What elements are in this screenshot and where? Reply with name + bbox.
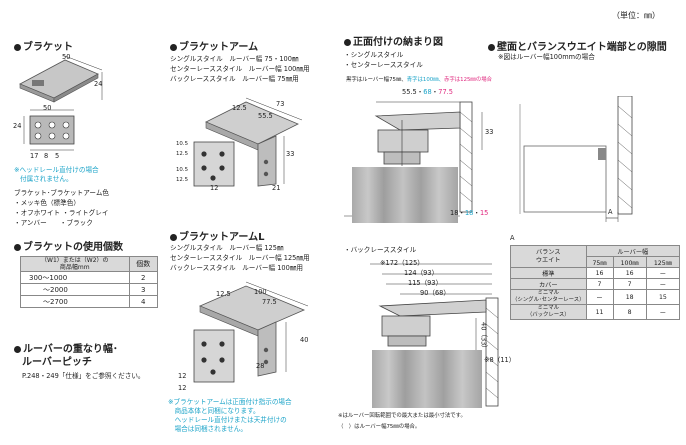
arm-l-note: 場合は同梱されません。 bbox=[168, 425, 247, 433]
dim-label-a: A bbox=[608, 208, 613, 216]
dim-label: 8 bbox=[44, 152, 49, 160]
dim-label: 33 bbox=[286, 150, 295, 158]
dim-label: 10.5 bbox=[176, 141, 189, 147]
dim-label: 24 bbox=[94, 80, 103, 88]
front-top-dims: 55.5・68・77.5 bbox=[402, 88, 453, 96]
overlap-ref: P.248・249「仕様」をご参照ください。 bbox=[22, 372, 145, 380]
dim-label: ※8（11） bbox=[484, 356, 516, 364]
bullet-icon bbox=[344, 38, 351, 46]
dim-label: 12.5 bbox=[232, 104, 247, 112]
dim-label: 40 bbox=[300, 336, 309, 344]
arm-l-line: シングルスタイル ルーバー幅 125㎜ bbox=[170, 244, 284, 252]
arm-l-drawing bbox=[193, 281, 309, 383]
bracket-note-2: 付属されません。 bbox=[20, 175, 73, 183]
unit-label: （単位：㎜） bbox=[612, 11, 660, 20]
arm-line: センターレーススタイル ルーバー幅 100㎜用 bbox=[170, 65, 310, 73]
front-style: ・センターレーススタイル bbox=[344, 61, 423, 69]
arm-drawing bbox=[193, 97, 303, 187]
dim-label: 100 bbox=[254, 288, 267, 296]
arm-l-line: バックレーススタイル ルーバー幅 100㎜用 bbox=[170, 264, 303, 272]
bracket-front-drawing bbox=[23, 109, 75, 151]
dim-label: 5 bbox=[55, 152, 60, 160]
bracket-note-1: ※ヘッドレール直付けの場合 bbox=[14, 166, 99, 174]
bullet-icon bbox=[170, 43, 177, 51]
front-foot-note: ※はルーバー回転範囲での最大または最小寸法です。 bbox=[338, 413, 466, 419]
dim-label: 12 bbox=[178, 384, 187, 392]
arm-l-heading: ブラケットアームL bbox=[170, 228, 264, 243]
dim-label: 40（33） bbox=[479, 322, 488, 352]
color-title: ブラケット･ブラケットアーム色 bbox=[14, 189, 110, 197]
louver-panel bbox=[372, 350, 482, 408]
bracket-iso-drawing bbox=[19, 55, 103, 103]
overlap-heading: ルーバーの重なり幅･ bbox=[14, 340, 118, 355]
table-header-row: （W1）または（W2）の商品幅mm 個数 bbox=[20, 256, 159, 272]
dim-label: 50 bbox=[43, 104, 52, 112]
front-bottom-dims: 18・18・15 bbox=[450, 209, 489, 217]
arm-heading: ブラケットアーム bbox=[170, 38, 258, 53]
dim-label: 10.5 bbox=[176, 167, 189, 173]
bullet-icon bbox=[170, 233, 177, 241]
usage-heading: ブラケットの使用個数 bbox=[14, 238, 123, 253]
dim-label: 124（93） bbox=[404, 269, 439, 277]
color-line: ・オフホワイト ・ライトグレイ bbox=[14, 209, 109, 217]
dim-label: 24 bbox=[13, 122, 22, 130]
arm-l-note: 商品本体と同梱になります。 bbox=[168, 407, 260, 415]
dim-label: 77.5 bbox=[262, 298, 277, 306]
bracket-heading: ブラケット bbox=[14, 38, 73, 53]
dim-label: 33 bbox=[485, 128, 494, 136]
dim-label: 17 bbox=[30, 152, 39, 160]
arm-line: シングルスタイル ルーバー幅 75・100㎜ bbox=[170, 55, 299, 63]
dim-label: 55.5 bbox=[258, 112, 273, 120]
dim-label: 12.5 bbox=[176, 177, 189, 183]
table-header-cell: ルーバー幅 bbox=[585, 245, 681, 257]
table-header-row: 75㎜ 100㎜ 125㎜ bbox=[511, 256, 681, 268]
front-foot-note: （ ）はルーバー幅75㎜の場合。 bbox=[338, 424, 421, 430]
bullet-icon bbox=[488, 43, 495, 51]
dim-label: 115（93） bbox=[408, 279, 443, 287]
back-lace-drawing bbox=[370, 263, 499, 407]
wall-note: ※図はルーバー幅100mmの場合 bbox=[498, 53, 595, 61]
dim-label: 28 bbox=[256, 362, 265, 370]
wall-heading: 壁面とバランスウエイト端部との隙間 bbox=[488, 38, 667, 53]
dim-label: 50 bbox=[62, 53, 71, 61]
dim-label: 90（68） bbox=[420, 289, 450, 297]
front-style: ・シングルスタイル bbox=[344, 51, 404, 59]
dim-label: 12 bbox=[210, 184, 219, 192]
bullet-icon bbox=[14, 345, 21, 353]
table-header-cell: （W1）または（W2）の商品幅mm bbox=[20, 256, 130, 272]
table-label-a: A bbox=[510, 234, 515, 242]
front-legend: 黒字はルーバー幅75㎜、青字は100㎜、赤字は125㎜の場合 bbox=[346, 77, 492, 83]
color-line: ・アンバー ・ブラック bbox=[14, 219, 93, 227]
wall-gap-drawing bbox=[519, 96, 633, 222]
dim-label: 73 bbox=[276, 100, 285, 108]
dim-label: 12.5 bbox=[176, 151, 189, 157]
arm-l-note: ヘッドレール直付けまたは天井付けの bbox=[168, 416, 287, 424]
front-heading: 正面付けの納まり図 bbox=[344, 33, 443, 48]
dim-label: ※172（125） bbox=[380, 259, 424, 267]
back-lace-title: ・バックレーススタイル bbox=[344, 246, 417, 254]
overlap-heading-2: ルーバーピッチ bbox=[22, 357, 92, 368]
dim-label: 12.5 bbox=[216, 290, 231, 298]
table-header-row: バランスウエイト ルーバー幅 bbox=[510, 245, 681, 268]
bullet-icon bbox=[14, 43, 21, 51]
table-header-cell: バランスウエイト bbox=[510, 245, 587, 268]
arm-line: バックレーススタイル ルーバー幅 75㎜用 bbox=[170, 75, 299, 83]
bullet-icon bbox=[14, 243, 21, 251]
color-line: ・メッキ色（標準色） bbox=[14, 199, 80, 207]
arm-l-note: ※ブラケットアームは正面付け指示の場合 bbox=[168, 398, 292, 406]
dim-label: 21 bbox=[272, 184, 281, 192]
louver-panel bbox=[352, 167, 458, 223]
arm-l-line: センターレーススタイル ルーバー幅 125㎜用 bbox=[170, 254, 310, 262]
dim-label: 12 bbox=[178, 372, 187, 380]
table-header-cell: 個数 bbox=[128, 256, 159, 272]
